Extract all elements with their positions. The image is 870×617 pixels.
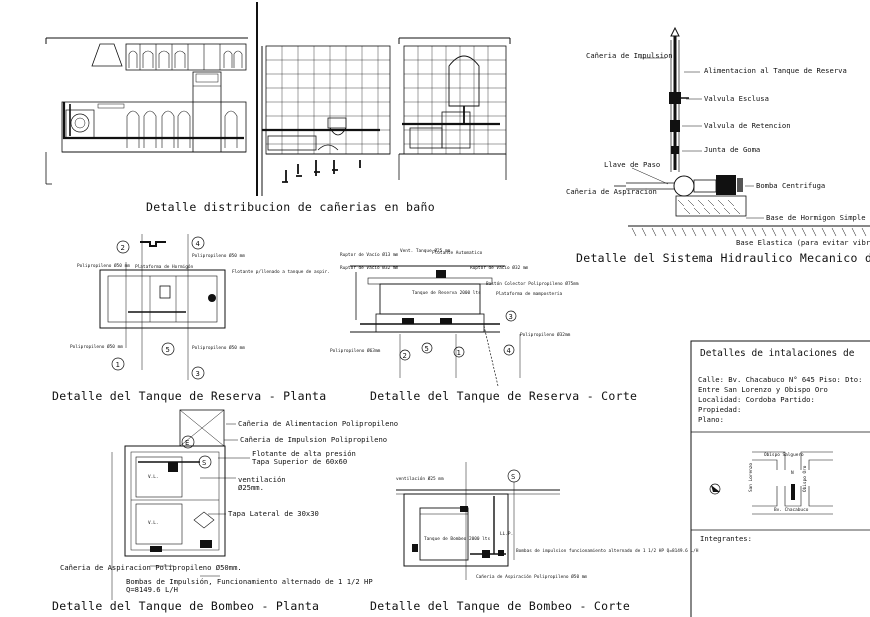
label-vent-2: Ø25mm. — [238, 483, 264, 492]
label-impulsion: Cañeria de Impulsion — [586, 51, 673, 60]
marker-1: 1 — [457, 348, 461, 357]
label-flotante: Flotante Automatico — [432, 250, 483, 256]
reserva-plan-view: 2 4 5 1 3 Polipropileno Ø50 mm Polipropi… — [52, 234, 330, 403]
marker-2: 2 — [403, 351, 407, 360]
label-imp: Cañeria de Impulsion Polipropileno — [240, 435, 387, 444]
label-vent-1: ventilación — [238, 475, 286, 484]
marker-4: 4 — [507, 346, 511, 355]
bathroom-piping-elevation: Detalle distribucion de cañerias en baño — [45, 2, 511, 214]
rubber-joint-icon — [671, 146, 679, 154]
label-ruptor-c: Ruptor de Vacío Ø32 mm — [470, 264, 529, 271]
map-chacabuco: Bv. Chacabuco — [774, 507, 809, 513]
caption-reserva-corte: Detalle del Tanque de Reserva - Corte — [370, 389, 637, 403]
bathroom-tiles — [265, 45, 391, 155]
label-vl2: V.L. — [148, 520, 159, 526]
label-esclusa: Valvula Esclusa — [704, 94, 769, 103]
check-valve-icon — [670, 120, 680, 132]
label-tanque: Tanque de Bombeo 2000 lts — [424, 536, 490, 542]
label-tapa: Tapa Lateral de 30x30 — [228, 509, 319, 518]
label-alim: Cañeria de Alimentacion Polipropileno — [238, 419, 398, 428]
label-poli-b: Polipropileno Ø32mm — [520, 331, 571, 338]
label-aspiracion: Cañeria de Aspiracion — [566, 187, 657, 196]
caption-bombeo-planta: Detalle del Tanque de Bombeo - Planta — [52, 599, 319, 613]
label-bombas: Bombas de impulsion funcionamiento alter… — [516, 548, 699, 554]
title-heading: Detalles de intalaciones de — [700, 348, 855, 359]
label-ruptor-b: Ruptor de Vacío Ø32 mm — [340, 264, 399, 271]
gate-valve-icon — [669, 92, 681, 104]
upper-cabinets — [125, 43, 247, 71]
marker-5: 5 — [425, 344, 429, 353]
label-poli-a: Polipropileno Ø50 mm — [77, 262, 130, 269]
label-poli-d: Polipropileno Ø50 mm — [192, 344, 245, 351]
label-ll: LL.P. — [500, 531, 513, 537]
label-flotante-1: Flotante de alta presión — [252, 449, 356, 458]
bombeo-section-view: S ventilación Ø25 mm Tanque de Bombeo 20… — [370, 462, 699, 613]
label-tanque: Tanque de Reserva 2000 lts — [412, 290, 481, 296]
label-bombas-2: Q=8149.6 L/H — [126, 585, 178, 594]
label-junta: Junta de Goma — [704, 145, 760, 154]
title-calle: Calle: Bv. Chacabuco N° 645 Piso: Dto: — [698, 375, 862, 384]
label-plataforma: Plataforma de mampostería — [496, 290, 562, 297]
label-flotante: Flotante p/llenado a tanque de aspir. — [232, 269, 330, 275]
map-sanlorenzo: San Lorenzo — [748, 463, 754, 492]
label-retencion: Valvula de Retencion — [704, 121, 791, 130]
concrete-base — [628, 195, 870, 237]
map-n: N — [791, 470, 794, 476]
map-obispo: Obispo Salguero — [764, 452, 804, 458]
title-localidad: Localidad: Cordoba Partido: — [698, 395, 815, 404]
bathroom-elevation-right — [398, 37, 511, 180]
label-plataforma: Plataforma de Hormigón — [135, 263, 194, 270]
title-propiedad: Propiedad: — [698, 405, 741, 414]
title-block: Detalles de intalaciones de Calle: Bv. C… — [690, 340, 870, 617]
marker-3: 3 — [196, 369, 200, 378]
label-poli-a: Polipropileno Ø63mm — [330, 347, 381, 354]
title-entre: Entre San Lorenzo y Obispo Oro — [698, 385, 828, 394]
caption-hidraulico: Detalle del Sistema Hidraulico Mecanico … — [576, 251, 870, 265]
label-bombas-1: Bombas de Impulsión, Funcionamiento alte… — [126, 577, 373, 586]
marker-5: 5 — [166, 345, 170, 354]
label-base-elastica: Base Elastica (para evitar vibrac — [736, 238, 870, 247]
location-map: Obispo Salguero Bv. Chacabuco N San Lore… — [748, 451, 833, 515]
marker-4: 4 — [196, 239, 200, 248]
caption-reserva-planta: Detalle del Tanque de Reserva - Planta — [52, 389, 327, 403]
caption-bano: Detalle distribucion de cañerias en baño — [146, 200, 435, 214]
pump-system-diagram: Cañeria de Impulsion Alimentacion al Tan… — [566, 26, 870, 265]
bombeo-plan-view: E S V.L. V.L. Cañeria de Alimentacion Po… — [52, 409, 398, 613]
marker-s: S — [202, 458, 206, 467]
map-oro: Obispo Oro — [802, 465, 808, 492]
marker-2: 2 — [121, 243, 125, 252]
label-bomba: Bomba Centrifuga — [756, 181, 825, 190]
label-flotante-2: Tapa Superior de 60x60 — [252, 457, 347, 466]
label-asp: Cañeria de Aspiración Polipropileno Ø50 … — [476, 573, 587, 580]
label-llave: Llave de Paso — [604, 160, 660, 169]
label-asp: Cañeria de Aspiracion Polipropileno Ø50m… — [60, 563, 242, 572]
label-alimentacion: Alimentacion al Tanque de Reserva — [704, 66, 847, 75]
centrifugal-pump-icon — [673, 175, 743, 197]
north-arrow-icon — [709, 483, 721, 495]
label-base: Base de Hormigon Simple — [766, 213, 866, 222]
pipe-stubs — [282, 160, 361, 183]
label-poli-c: Polipropileno Ø50 mm — [70, 343, 123, 350]
reserva-section-view: 5 2 1 4 3 Ruptor de Vacío Ø13 mm Ruptor … — [330, 247, 637, 403]
label-poli-b: Polipropileno Ø50 mm — [192, 252, 245, 259]
label-baston: Bastón Colector Polipropileno Ø75mm — [486, 280, 579, 287]
marker-1: 1 — [116, 360, 120, 369]
title-integrantes: Integrantes: — [700, 534, 752, 543]
marker-e: E — [185, 438, 189, 447]
label-vl: V.L. — [148, 474, 159, 480]
caption-bombeo-corte: Detalle del Tanque de Bombeo - Corte — [370, 599, 630, 613]
marker-3: 3 — [509, 312, 513, 321]
label-vent: ventilación Ø25 mm — [396, 475, 444, 482]
title-plano: Plano: — [698, 415, 724, 424]
label-vent: Vent. Tanque Ø25 mm — [400, 247, 451, 254]
marker-s: S — [511, 472, 515, 481]
label-ruptor-a: Ruptor de Vacío Ø13 mm — [340, 251, 399, 258]
